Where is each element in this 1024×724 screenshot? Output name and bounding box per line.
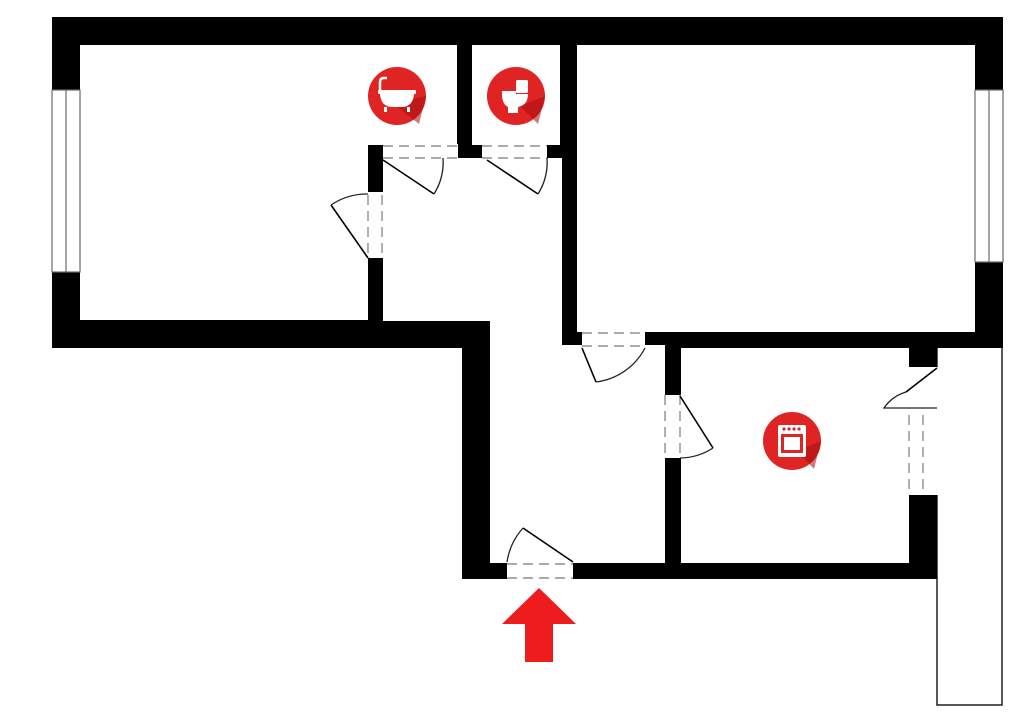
- balcony: [936, 344, 1003, 706]
- door-bedroom: [330, 193, 369, 259]
- door-living: [581, 347, 646, 383]
- door-toilet: [486, 157, 548, 195]
- door-gap-bedroom: [366, 192, 386, 258]
- room-left-bedroom: [80, 45, 368, 320]
- door-thresholds: [367, 145, 924, 579]
- window-left: [51, 89, 81, 273]
- door-gap-living: [582, 330, 645, 350]
- bathtub-icon: [368, 67, 426, 125]
- room-living: [577, 45, 975, 332]
- door-gap-entrance: [507, 561, 573, 581]
- arrow-up-icon: [502, 588, 576, 662]
- window-right: [974, 89, 1004, 263]
- door-gap-kitchen: [662, 395, 684, 458]
- stove-icon: [763, 412, 821, 470]
- door-bathroom: [382, 157, 444, 195]
- toilet-icon: [487, 67, 545, 125]
- door-gap-bathroom: [383, 144, 458, 160]
- door-balcony: [882, 367, 938, 409]
- room-hallway: [383, 158, 665, 563]
- door-gap-toilet: [482, 144, 547, 160]
- door-entrance: [506, 527, 574, 563]
- door-kitchen: [679, 395, 714, 459]
